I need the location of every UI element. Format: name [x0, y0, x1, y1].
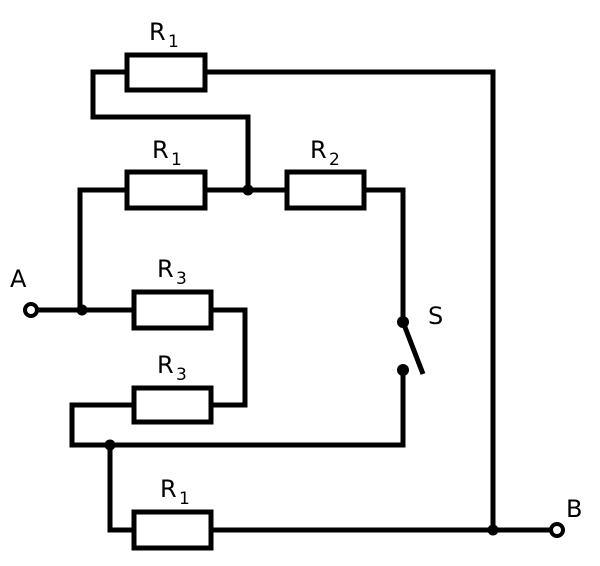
wire-top-left-loop — [90, 69, 251, 193]
terminal-b-label: B — [566, 495, 582, 523]
resistor-r1-top — [124, 52, 208, 93]
label-r3-upper: R 3 — [157, 255, 187, 289]
terminal-a — [23, 302, 39, 318]
junction-node-bottom — [104, 439, 116, 451]
switch-label: S — [428, 302, 443, 330]
switch-blade — [400, 321, 426, 375]
terminal-a-label: A — [10, 265, 27, 293]
label-r3-lower: R 3 — [157, 351, 187, 385]
wire-r3-lower-left — [69, 367, 406, 448]
wire-top-right-rail — [202, 69, 496, 533]
wire-bottom-left — [107, 442, 137, 533]
junction-node-middle — [242, 184, 254, 196]
label-r1-top: R 1 — [149, 18, 179, 52]
wires — [33, 69, 554, 533]
resistor-r2 — [284, 169, 367, 211]
wire-middle-left — [77, 187, 130, 313]
wire-r2-switch — [361, 187, 406, 325]
wire-r3-series — [208, 307, 248, 408]
resistor-r3-lower — [131, 385, 214, 425]
resistor-r3-upper — [131, 289, 214, 331]
resistor-r1-bottom — [131, 509, 214, 551]
label-r2-sub: 2 — [329, 150, 340, 170]
switch-contact-top — [397, 316, 409, 328]
junction-node-b — [487, 524, 499, 536]
junction-node-a — [76, 304, 88, 316]
label-r3-upper-letter: R — [157, 255, 174, 283]
label-r1-bottom: R 1 — [160, 475, 190, 509]
label-r2-letter: R — [310, 136, 327, 164]
label-r3-upper-sub: 3 — [176, 269, 187, 289]
label-r1-top-sub: 1 — [168, 32, 179, 52]
label-r1-bottom-sub: 1 — [179, 489, 190, 509]
switch-contact-bottom — [397, 364, 409, 376]
label-r3-lower-letter: R — [157, 351, 174, 379]
terminal-b — [549, 522, 565, 538]
resistor-r1-middle — [124, 169, 208, 211]
label-r3-lower-sub: 3 — [176, 365, 187, 385]
label-r1-bottom-letter: R — [160, 475, 177, 503]
label-r1-middle: R 1 — [152, 136, 182, 170]
label-r1-middle-letter: R — [152, 136, 169, 164]
label-r2: R 2 — [310, 136, 340, 170]
label-r1-middle-sub: 1 — [171, 150, 182, 170]
label-r1-top-letter: R — [149, 18, 166, 46]
